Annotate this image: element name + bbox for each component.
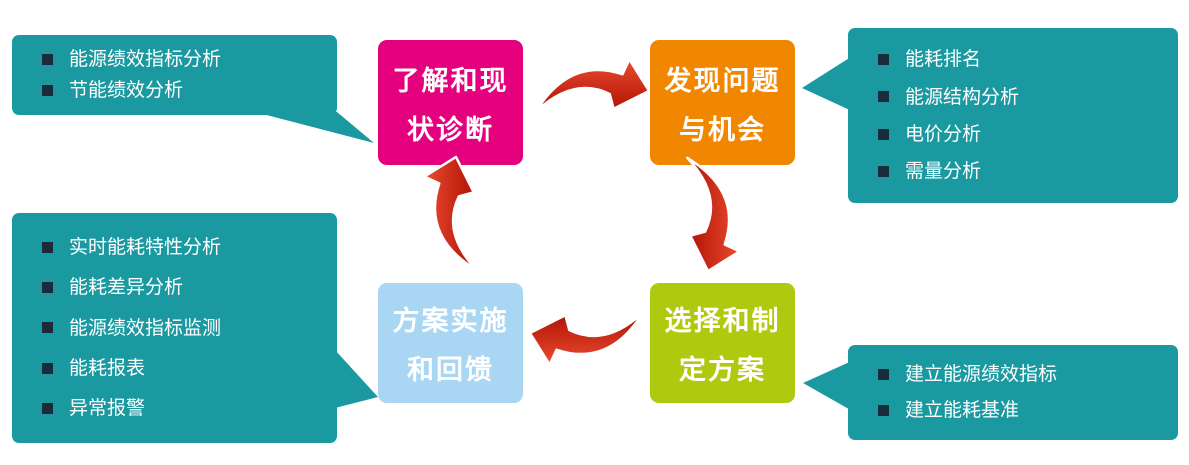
callout-item-list: 能耗排名 能源结构分析 电价分析 需量分析 <box>848 28 1178 203</box>
list-item: 需量分析 <box>878 160 1166 183</box>
callout-tail <box>802 55 854 112</box>
arrow-plan-to-implement-icon <box>528 311 645 366</box>
callout-tail <box>255 112 374 143</box>
step-label-line: 发现问题 <box>664 65 781 97</box>
list-item-label: 能耗差异分析 <box>69 276 184 299</box>
list-item: 节能绩效分析 <box>42 79 325 102</box>
step-label-line: 和回馈 <box>407 355 494 386</box>
callout-implement-details: 实时能耗特性分析 能耗差异分析 能源绩效指标监测 能耗报表 异常报警 <box>12 213 337 443</box>
callout-item-list: 实时能耗特性分析 能耗差异分析 能源绩效指标监测 能耗报表 异常报警 <box>12 213 337 443</box>
list-item-label: 能耗报表 <box>69 356 146 379</box>
list-item: 实时能耗特性分析 <box>42 236 325 259</box>
step-label-line: 方案实施 <box>392 306 509 337</box>
callout-tail <box>335 350 378 408</box>
step-box-understand-diagnose: 了解和现 状诊断 <box>378 40 523 165</box>
callout-problems-details: 能耗排名 能源结构分析 电价分析 需量分析 <box>848 28 1178 203</box>
list-item-label: 能源结构分析 <box>905 85 1020 108</box>
step-label-line: 状诊断 <box>407 114 494 146</box>
step-box-implement-feedback: 方案实施 和回馈 <box>378 283 523 403</box>
bullet-square-icon <box>878 165 889 177</box>
list-item: 能耗差异分析 <box>42 276 325 299</box>
bullet-square-icon <box>42 242 53 254</box>
bullet-square-icon <box>42 322 53 334</box>
list-item-label: 建立能源绩效指标 <box>905 363 1058 386</box>
list-item-label: 能源绩效指标监测 <box>69 316 222 339</box>
step-box-select-plan: 选择和制 定方案 <box>650 283 795 403</box>
bullet-square-icon <box>878 369 889 381</box>
list-item-label: 电价分析 <box>905 122 982 145</box>
bullet-square-icon <box>878 404 889 416</box>
list-item-label: 异常报警 <box>69 396 146 419</box>
step-box-find-problems: 发现问题 与机会 <box>650 40 795 165</box>
list-item: 能源结构分析 <box>878 86 1166 109</box>
bullet-square-icon <box>42 402 53 414</box>
arrow-understand-to-problems-icon <box>534 58 651 113</box>
arrow-implement-to-understand-icon <box>423 155 478 272</box>
list-item-label: 能耗排名 <box>905 48 982 71</box>
list-item: 能源绩效指标监测 <box>42 317 325 340</box>
step-label-line: 定方案 <box>679 355 766 386</box>
list-item: 能耗排名 <box>878 48 1166 71</box>
step-label-line: 了解和现 <box>392 65 509 97</box>
arrow-problems-to-plan-icon <box>686 156 741 273</box>
list-item-label: 能源绩效指标分析 <box>69 48 222 71</box>
step-label-line: 选择和制 <box>664 306 781 337</box>
callout-item-list: 能源绩效指标分析 节能绩效分析 <box>12 35 337 115</box>
list-item: 建立能源绩效指标 <box>878 363 1166 386</box>
callout-understand-details: 能源绩效指标分析 节能绩效分析 <box>12 35 337 115</box>
list-item: 电价分析 <box>878 123 1166 146</box>
bullet-square-icon <box>42 54 53 66</box>
callout-tail <box>803 360 854 412</box>
bullet-square-icon <box>42 362 53 374</box>
list-item: 能源绩效指标分析 <box>42 48 325 71</box>
list-item-label: 需量分析 <box>905 159 982 182</box>
bullet-square-icon <box>878 91 889 103</box>
list-item-label: 建立能耗基准 <box>905 398 1020 421</box>
callout-plan-details: 建立能源绩效指标 建立能耗基准 <box>848 345 1178 440</box>
list-item-label: 实时能耗特性分析 <box>69 236 222 259</box>
bullet-square-icon <box>42 84 53 96</box>
list-item: 建立能耗基准 <box>878 399 1166 422</box>
bullet-square-icon <box>878 128 889 140</box>
list-item: 异常报警 <box>42 397 325 420</box>
bullet-square-icon <box>878 54 889 66</box>
list-item: 能耗报表 <box>42 357 325 380</box>
step-label-line: 与机会 <box>679 114 766 146</box>
bullet-square-icon <box>42 282 53 294</box>
callout-item-list: 建立能源绩效指标 建立能耗基准 <box>848 345 1178 440</box>
list-item-label: 节能绩效分析 <box>69 78 184 101</box>
